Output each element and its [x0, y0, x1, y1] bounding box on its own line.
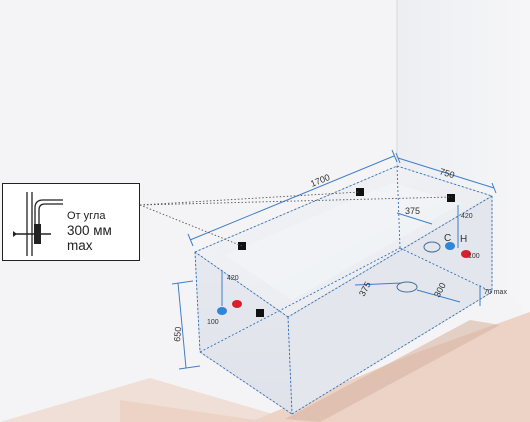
drain-hole-floor [396, 281, 418, 293]
cold-water-outlet-left [217, 307, 227, 315]
left-pipe-spacing-label: 100 [207, 319, 219, 326]
drain-offset-dimension-line [416, 289, 461, 303]
right-outlet-height-label: 420 [461, 213, 473, 220]
mount-marker [356, 188, 364, 196]
mount-marker [256, 309, 264, 317]
tub-shadow [285, 320, 500, 422]
wall-mount-bracket-icon [13, 192, 63, 256]
callout-leaders [139, 191, 453, 247]
cold-water-outlet-right [445, 242, 455, 250]
mount-marker [447, 194, 455, 202]
floor-gap-label: 70 max [484, 289, 507, 296]
hot-water-outlet-left [232, 300, 242, 308]
side-wall [397, 0, 530, 320]
callout-box: От угла 300 мм max [2, 183, 140, 261]
callout-text: От угла 300 мм max [67, 210, 139, 254]
height-label: 650 [172, 326, 183, 342]
callout-line2: 300 мм max [67, 223, 112, 253]
hot-marker-label: H [460, 234, 467, 245]
width-label: 750 [438, 166, 455, 180]
right-pipe-spacing-label: 100 [468, 253, 480, 260]
height-dimension-line [177, 282, 187, 369]
drain-side-dimension-line [396, 212, 433, 225]
cold-marker-label: C [444, 233, 451, 244]
left-outlet-height-label: 420 [227, 275, 239, 282]
drain-side-label: 375 [405, 206, 420, 216]
callout-line1: От угла [67, 210, 106, 222]
drain-hole-wall [423, 241, 441, 253]
length-dimension-line [189, 155, 395, 241]
dimension-lines [171, 149, 497, 370]
tub-inner [225, 183, 462, 300]
floor-mid [120, 312, 530, 422]
floor [0, 378, 300, 422]
dotted-edges [194, 165, 493, 415]
drain-front-dimension-line [354, 282, 403, 286]
width-dimension-line [397, 157, 495, 189]
hot-water-outlet-right [461, 250, 471, 258]
